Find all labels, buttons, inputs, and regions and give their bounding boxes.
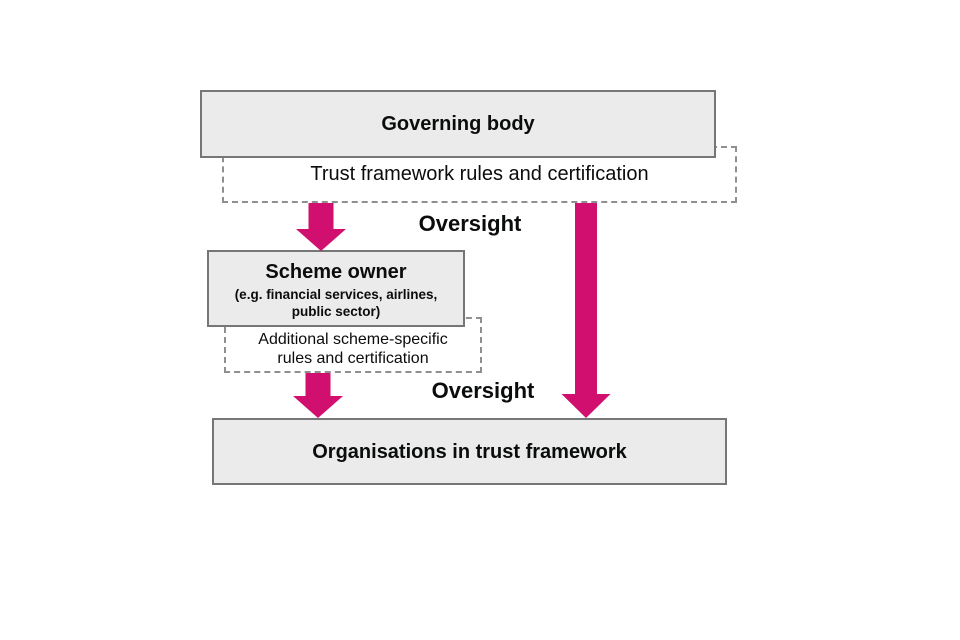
trust-framework-rules-label: Trust framework rules and certification xyxy=(310,163,649,185)
scheme-owner-label: Scheme owner xyxy=(265,260,407,283)
scheme-owner-subtitle: (e.g. financial services, airlines, publ… xyxy=(234,286,438,319)
organisations-label: Organisations in trust framework xyxy=(312,440,627,463)
arrow-governing-to-organisations xyxy=(561,203,611,418)
governing-body-box: Governing body xyxy=(200,90,716,158)
arrow-governing-to-scheme-owner xyxy=(296,203,346,251)
scheme-specific-rules-label: Additional scheme-specific rules and cer… xyxy=(258,331,448,367)
oversight-label-bottom: Oversight xyxy=(431,378,535,403)
organisations-in-trust-framework-box: Organisations in trust framework xyxy=(212,418,727,485)
scheme-owner-box: Scheme owner (e.g. financial services, a… xyxy=(207,250,465,327)
arrow-scheme-owner-to-organisations xyxy=(293,373,343,418)
oversight-label-top: Oversight xyxy=(418,211,522,236)
governing-body-label: Governing body xyxy=(381,113,535,135)
